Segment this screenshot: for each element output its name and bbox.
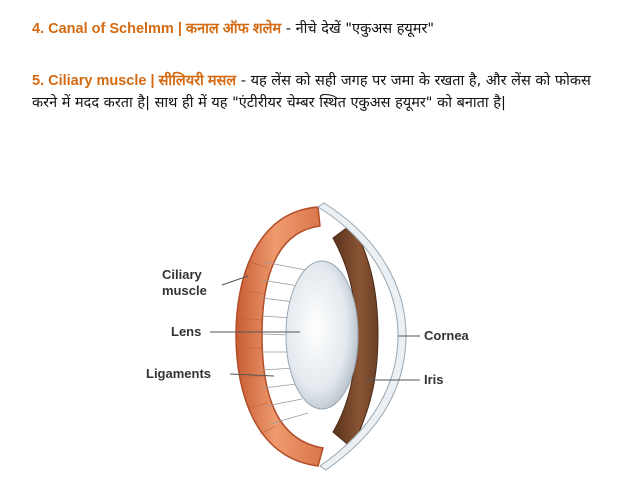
label-lens: Lens — [171, 324, 201, 339]
label-cornea: Cornea — [424, 328, 470, 343]
cornea-shape — [317, 202, 407, 471]
muscle-fibers — [240, 261, 277, 435]
ligaments-leader-line — [229, 373, 275, 377]
item-ciliary-muscle: 5. Ciliary muscle | सीलियरी मसल - यह लें… — [32, 70, 620, 114]
item-canal-of-schelmm: 4. Canal of Schelmm | कनाल ऑफ शलेम - नीच… — [32, 18, 620, 40]
label-ligaments: Ligaments — [146, 366, 211, 381]
item-description: - नीचे देखें "एकुअस हयूमर" — [281, 21, 435, 37]
item-heading: 4. Canal of Schelmm | कनाल ऑफ शलेम — [32, 21, 282, 37]
label-ciliary-line1: Ciliary — [162, 267, 203, 282]
ciliary-leader-line — [221, 275, 249, 286]
ciliary-muscle-shape — [235, 206, 324, 467]
label-ciliary-line2: muscle — [162, 283, 207, 298]
item-description: - यह लेंस को सही जगह पर जमा के रखता है, … — [32, 73, 591, 111]
item-heading: 5. Ciliary muscle | सीलियरी मसल — [32, 73, 237, 89]
lens-shape — [285, 260, 359, 410]
label-iris: Iris — [424, 372, 444, 387]
